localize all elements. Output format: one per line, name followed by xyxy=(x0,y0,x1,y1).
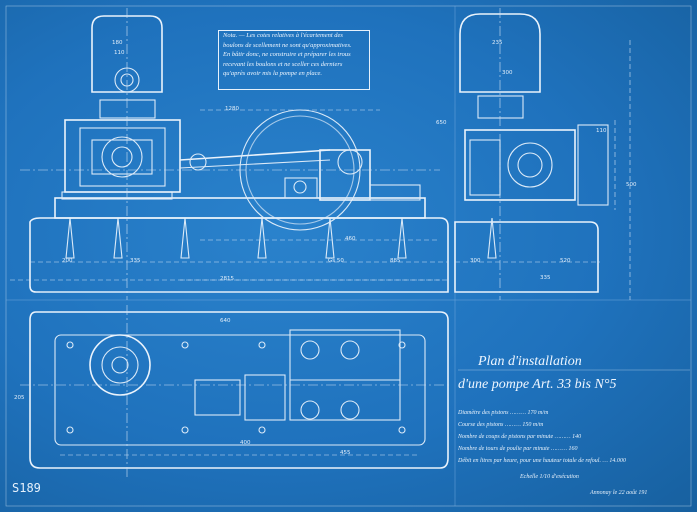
spec-label: Nombre de coups de pistons par minute xyxy=(458,434,554,440)
spec-piston-stroke: Course des pistons ……… 150 m/m xyxy=(458,422,544,428)
spec-value: 170 m/m xyxy=(527,410,549,416)
dim-label: 300 xyxy=(470,258,481,264)
spec-flow-rate: Débit en litres par heure, pour une haut… xyxy=(458,458,626,464)
dim-label: 885 xyxy=(390,258,401,264)
note-line-5: qu'après avoir mis la pompe en place. xyxy=(223,70,323,77)
dim-label: Gs 50 xyxy=(328,258,344,264)
date-line: Annonay le 22 août 191 xyxy=(590,490,648,496)
installation-note-box: Nota. — Les cotes relatives à l'écarteme… xyxy=(218,30,370,90)
dim-label: 640 xyxy=(220,318,231,324)
dim-label: 520 xyxy=(560,258,571,264)
dim-label: 335 xyxy=(130,258,141,264)
dim-label: 205 xyxy=(14,395,25,401)
dim-label: 500 xyxy=(626,182,637,188)
dim-label: 2815 xyxy=(220,276,234,282)
spec-strokes-per-minute: Nombre de coups de pistons par minute ……… xyxy=(458,434,582,440)
dim-label: 300 xyxy=(502,70,513,76)
dim-label: 235 xyxy=(492,40,503,46)
dim-label: 455 xyxy=(340,450,351,456)
spec-pulley-rpm: Nombre de tours de poulie par minute ………… xyxy=(458,446,578,452)
note-line-3: En bâtir donc, ne construire et préparer… xyxy=(223,51,351,58)
dim-label: 335 xyxy=(540,275,551,281)
spec-value: 140 xyxy=(572,434,582,440)
dim-label: 460 xyxy=(345,236,356,242)
spec-label: Diamètre des pistons xyxy=(458,410,509,416)
spec-value: 160 xyxy=(568,446,578,452)
dim-label: 1280 xyxy=(225,106,239,112)
spec-value: 14.000 xyxy=(609,458,626,464)
scale-signature: Echelle 1/10 d'exécution xyxy=(520,474,579,480)
note-line-1: Nota. — Les cotes relatives à l'écarteme… xyxy=(223,32,343,39)
dim-label: 180 xyxy=(112,40,123,46)
drawing-number-stamp: S189 xyxy=(12,481,41,495)
spec-label: Débit en litres par heure, pour une haut… xyxy=(458,458,601,464)
spec-value: 150 m/m xyxy=(522,422,544,428)
spec-piston-diameter: Diamètre des pistons ……… 170 m/m xyxy=(458,410,549,416)
note-line-2: boulons de scellement ne sont qu'approxi… xyxy=(223,41,352,49)
drawing-title-line-1: Plan d'installation xyxy=(478,354,582,369)
dim-label: 200 xyxy=(62,258,73,264)
dim-label: 400 xyxy=(240,440,251,446)
spec-label: Nombre de tours de poulie par minute xyxy=(458,446,550,452)
spec-label: Course des pistons xyxy=(458,422,504,428)
dim-label: 650 xyxy=(436,120,447,126)
dim-label: 110 xyxy=(114,50,125,56)
drawing-title-line-2: d'une pompe Art. 33 bis N°5 xyxy=(458,377,617,392)
note-line-4: recevant les boulons et ne sceller ces d… xyxy=(223,60,343,68)
dim-label: 110 xyxy=(596,128,607,134)
